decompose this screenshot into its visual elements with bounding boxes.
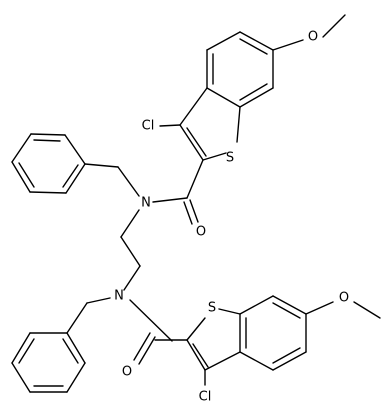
atom-labels: O Cl S N O N S O O Cl [114,30,349,405]
top-benzyl-bonds [11,133,140,197]
atom-o-methoxy-top: O [308,30,318,45]
atom-cl-top: Cl [142,119,155,134]
atom-n-bottom: N [114,289,124,304]
atom-o-carbonyl-top: O [196,225,206,240]
atom-o-carbonyl-bottom: O [122,365,132,380]
bottom-benzyl-bonds [11,297,111,393]
atom-s-bottom: S [208,301,216,316]
bottom-benzothiophene-bonds [129,295,381,386]
ethylene-linker-bonds [120,209,141,291]
atom-o-methoxy-bottom: O [339,291,349,306]
atom-cl-bottom: Cl [199,390,212,405]
top-benzothiophene-bonds [152,14,346,225]
atom-s-top: S [226,151,234,166]
atom-n-top: N [141,196,151,211]
